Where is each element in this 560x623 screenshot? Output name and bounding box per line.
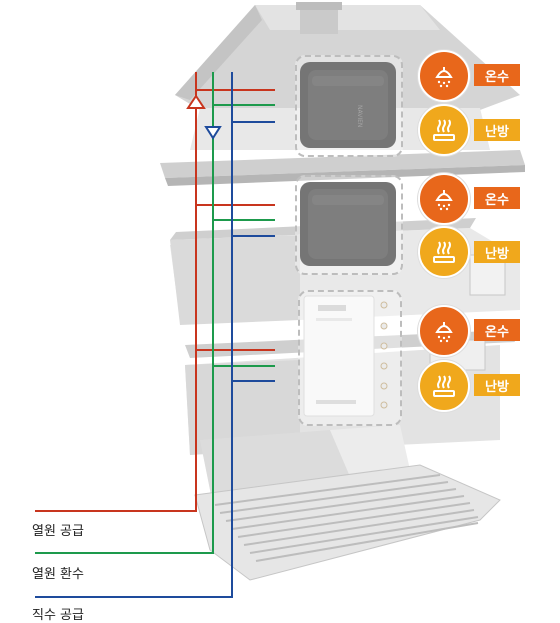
boiler-bottom: [303, 295, 388, 417]
shower-icon: [418, 173, 470, 225]
boiler-top: NAVIEN: [300, 62, 396, 148]
legend-return-label: 열원 환수: [32, 567, 84, 582]
heater-icon: [418, 360, 470, 412]
hot-water-label: 온수: [474, 64, 520, 86]
hot-water-label: 온수: [474, 319, 520, 341]
heater-icon: [418, 104, 470, 156]
heating-label: 난방: [474, 374, 520, 396]
hot-water-label: 온수: [474, 187, 520, 209]
shower-icon: [418, 305, 470, 357]
boiler-middle: [300, 182, 396, 266]
unit-frame-bottom: [298, 290, 402, 426]
legend-supply-label: 열원 공급: [32, 524, 84, 539]
foundation-grid: [194, 464, 501, 581]
unit-frame-middle: [295, 175, 403, 275]
heating-label: 난방: [474, 119, 520, 141]
svg-text:NAVIEN: NAVIEN: [356, 105, 363, 127]
unit-frame-top: [295, 55, 403, 157]
pipes: [35, 72, 275, 598]
heater-icon: [418, 226, 470, 278]
legend-water-label: 직수 공급: [32, 608, 84, 623]
shower-icon: [418, 50, 470, 102]
heating-label: 난방: [474, 241, 520, 263]
